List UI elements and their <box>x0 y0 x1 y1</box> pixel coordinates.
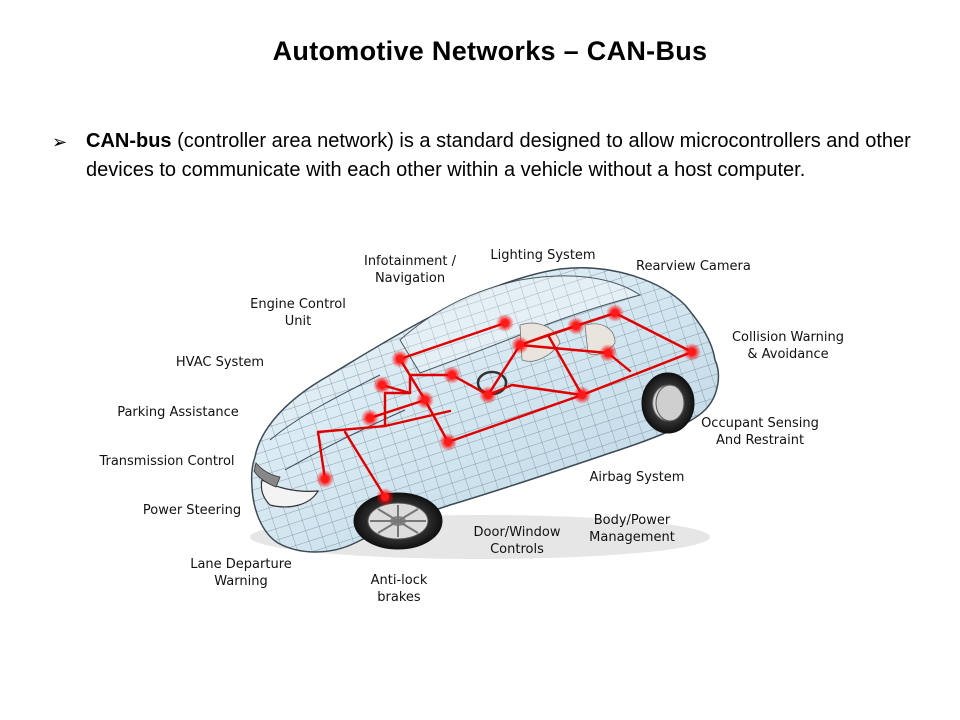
slide-title: Automotive Networks – CAN-Bus <box>272 36 708 66</box>
seat-front <box>519 322 561 362</box>
bullet-point: ➢ CAN-bus (controller area network) is a… <box>52 127 912 185</box>
label-collision: Collision Warning& Avoidance <box>731 330 845 362</box>
label-hvac: HVAC System <box>175 355 265 370</box>
label-parking: Parking Assistance <box>117 405 239 420</box>
can-bus-car-diagram: Infotainment /Navigation Lighting System… <box>0 225 960 625</box>
front-grille <box>253 462 281 488</box>
can-bus-nodes <box>316 304 701 506</box>
label-transmission: Transmission Control <box>99 454 235 469</box>
label-lighting: Lighting System <box>490 248 596 263</box>
label-powersteering: Power Steering <box>142 503 242 518</box>
label-rearview: Rearview Camera <box>636 259 751 274</box>
label-infotainment: Infotainment /Navigation <box>363 254 457 286</box>
car-illustration <box>250 267 720 559</box>
label-airbag: Airbag System <box>589 470 685 485</box>
bullet-text: CAN-bus (controller area network) is a s… <box>86 127 912 185</box>
bullet-term: CAN-bus <box>86 130 172 152</box>
bullet-description: (controller area network) is a standard … <box>86 130 911 181</box>
arrow-bullet-icon: ➢ <box>52 132 68 152</box>
